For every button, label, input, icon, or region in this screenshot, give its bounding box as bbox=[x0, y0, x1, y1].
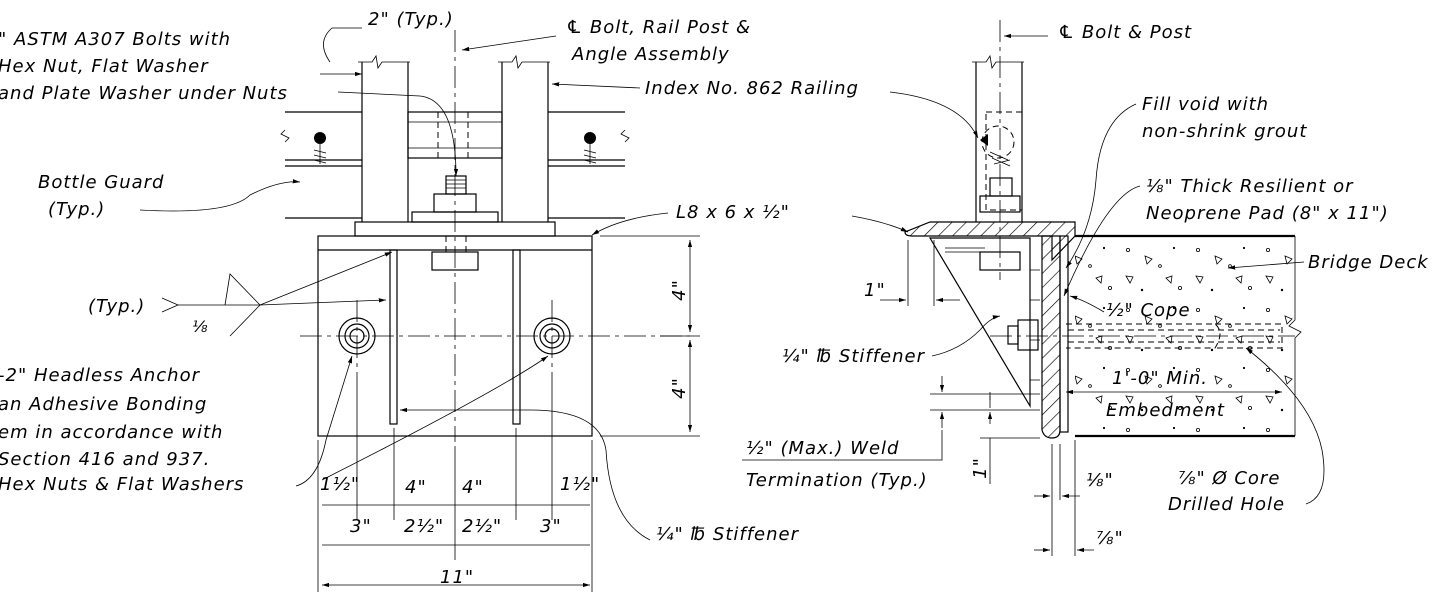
label-weld-term-2: Termination (Typ.) bbox=[746, 470, 928, 491]
label-anchor-4: Section 416 and 937. bbox=[0, 449, 210, 470]
label-dim-7-8: ⅞" bbox=[1096, 528, 1124, 549]
label-fill-void-1: Fill void with bbox=[1142, 94, 1269, 115]
label-stiffener-left: ¼" ℔ Stiffener bbox=[782, 346, 926, 367]
label-dim-1-8: ⅛" bbox=[1086, 470, 1114, 491]
dim-row2-b: 2½" bbox=[404, 516, 444, 537]
triangular-stiffener bbox=[928, 237, 1031, 409]
label-bolt-spec-3: and Plate Washer under Nuts bbox=[0, 83, 288, 104]
label-anchor-3: em in accordance with bbox=[0, 422, 223, 443]
label-anchor-1: -2" Headless Anchor bbox=[0, 365, 201, 386]
label-bolt-spec-1: " ASTM A307 Bolts with bbox=[0, 29, 231, 50]
label-stiffener-bottom: ¼" ℔ Stiffener bbox=[656, 524, 800, 545]
section-view: ℄ Bolt & Post Fill void with non-shrink … bbox=[742, 20, 1429, 556]
stiffener-right-plate bbox=[512, 249, 521, 425]
label-weld-size: ⅛ bbox=[192, 317, 208, 336]
dim-row2-d: 3" bbox=[540, 516, 562, 537]
dim-11in: 11" bbox=[440, 567, 474, 588]
label-dim-1in-vert: 1" bbox=[970, 457, 991, 479]
label-angle: L8 x 6 x ½" bbox=[676, 202, 790, 223]
dim-4in-top: 4" bbox=[669, 279, 690, 301]
dim-row2-a: 3" bbox=[350, 516, 372, 537]
label-embedment: Embedment bbox=[1106, 400, 1225, 421]
label-min-1ft: 1'-0" Min. bbox=[1112, 368, 1208, 389]
stiffener-left-plate bbox=[389, 249, 398, 425]
label-anchor-5: Hex Nuts & Flat Washers bbox=[0, 474, 244, 495]
label-cope: ½" Cope bbox=[1106, 300, 1191, 321]
label-bolt-spec-2: Hex Nut, Flat Washer bbox=[0, 56, 209, 77]
dim-4in-bottom: 4" bbox=[669, 377, 690, 399]
label-anchor-2: an Adhesive Bonding bbox=[0, 394, 207, 415]
elevation-view: 4" 4" 1½" 4" 4" 1½" 3" 2½" 2½" 3" 11" 2"… bbox=[0, 9, 859, 592]
label-pad-1: ⅛" Thick Resilient or bbox=[1146, 176, 1354, 197]
label-index-railing: Index No. 862 Railing bbox=[645, 78, 859, 99]
dim-row2-c: 2½" bbox=[462, 516, 502, 537]
label-bottle-guard-1: Bottle Guard bbox=[38, 172, 165, 193]
label-pad-2: Neoprene Pad (8" x 11") bbox=[1146, 203, 1389, 224]
label-bottle-guard-2: (Typ.) bbox=[48, 199, 105, 220]
label-core-1: ⅞" Ø Core bbox=[1178, 468, 1280, 489]
label-2in-typ: 2" (Typ.) bbox=[368, 9, 454, 30]
label-weld-typ: (Typ.) bbox=[88, 296, 145, 317]
dim-row1-d: 1½" bbox=[560, 474, 600, 495]
label-dim-1in-left: 1" bbox=[864, 280, 886, 301]
dim-row1-b: 4" bbox=[405, 477, 427, 498]
label-core-2: Drilled Hole bbox=[1168, 494, 1285, 515]
dim-row1-c: 4" bbox=[462, 477, 484, 498]
dim-row1-a: 1½" bbox=[320, 474, 360, 495]
label-fill-void-2: non-shrink grout bbox=[1142, 121, 1307, 142]
label-bridge-deck: Bridge Deck bbox=[1308, 252, 1429, 273]
label-cl-bolt-rail-2: Angle Assembly bbox=[571, 44, 730, 65]
label-cl-bolt-rail-1: ℄ Bolt, Rail Post & bbox=[566, 17, 751, 38]
label-weld-term-1: ½" (Max.) Weld bbox=[746, 438, 899, 459]
label-cl-bolt-post: ℄ Bolt & Post bbox=[1058, 22, 1192, 43]
